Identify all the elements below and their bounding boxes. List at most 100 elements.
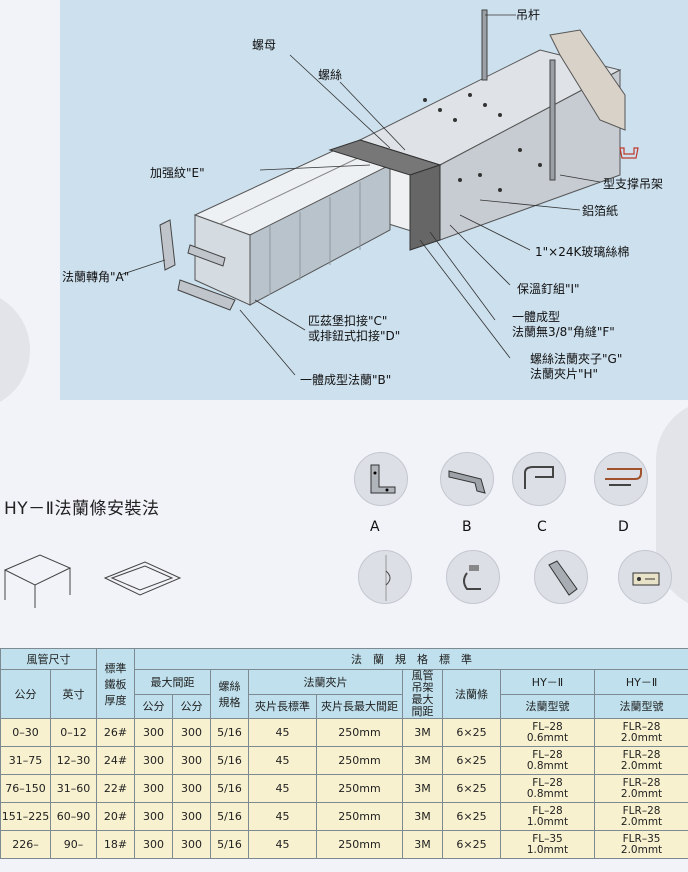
label-screw-clamp: 螺絲法蘭夾子"G" [530,352,623,366]
cell-hanger: 3M [402,830,443,859]
model-2-code: FLR–28 [622,720,661,733]
header-hy2-model: 法蘭型號 [593,693,688,719]
cell-inch: 60–90 [50,802,97,831]
label-flange-clip: 法蘭夾片"H" [530,367,599,381]
section-title: HY－Ⅱ法蘭條安裝法 [4,499,160,519]
cell-bolt: 5/16 [210,718,249,747]
model-1-thickness: 1.0mmt [526,843,569,856]
cell-hanger: 3M [402,802,443,831]
label-integral-flange-1: 一體成型 [512,310,561,324]
cell-spacing-1: 300 [134,802,173,831]
component-label-b: B [462,519,472,535]
label-reinforce: 加强紋"E" [150,166,205,180]
label-insulation-pins: 保溫釘組"I" [517,282,580,296]
model-2-code: FLR–28 [622,776,661,789]
corner-piece-icon [354,452,408,506]
cell-clip-max: 250mm [316,774,403,803]
cell-bolt: 5/16 [210,802,249,831]
model-2-code: FLR–35 [622,832,661,845]
header-flange-clip: 法蘭夾片 [248,669,403,695]
model-1-code: FL–28 [532,804,563,817]
cell-thickness: 20# [96,802,135,831]
model-1-thickness: 1.0mmt [526,815,569,828]
header-thickness: 標準鐵板厚度 [96,648,135,719]
cell-thickness: 26# [96,718,135,747]
cell-bolt: 5/16 [210,830,249,859]
label-integral-flange-b: 一體成型法蘭"B" [300,373,392,387]
header-duct-size: 風管尺寸 [0,648,97,670]
header-bolt-spec: 螺絲規格 [210,669,249,719]
gear-decoration-left [0,290,30,410]
screw-clamp-icon [618,550,672,604]
cell-thickness: 24# [96,746,135,775]
label-foil: 鋁箔紙 [582,204,619,218]
header-hy1-model: 法蘭型號 [500,693,595,719]
model-1-thickness: 0.8mmt [526,759,569,772]
label-integral-flange-2: 法蘭無3/8"角縫"F" [512,325,615,339]
header-clip-std: 夾片長標準 [248,693,317,719]
cell-flange-bar: 6×25 [442,718,501,747]
flange-bar-icon [440,452,494,506]
cell-spacing-2: 300 [172,774,211,803]
model-1-code: FL–28 [532,748,563,761]
table-row: 151–225 60–90 20# 300 300 5/16 45 250mm … [0,802,688,831]
cell-clip: 45 [248,718,317,747]
cell-spacing-2: 300 [172,802,211,831]
model-2-thickness: 2.0mmt [620,815,663,828]
cell-flange-bar: 6×25 [442,802,501,831]
cell-spacing-1: 300 [134,830,173,859]
flange-joint-icon [358,550,412,604]
model-1-code: FL–28 [532,720,563,733]
header-clip-max: 夾片長最大間距 [316,693,403,719]
cell-bolt: 5/16 [210,774,249,803]
model-2-thickness: 2.0mmt [620,759,663,772]
cell-hanger: 3M [402,746,443,775]
label-pittsburgh-1: 匹茲堡扣接"C" [308,314,388,328]
header-spacing-cm-1: 公分 [134,693,173,719]
label-flange-corner: 法蘭轉角"A" [62,270,130,284]
cell-clip: 45 [248,830,317,859]
header-flange-bar: 法蘭條 [442,669,501,719]
header-hanger-spacing: 風管吊架最大間距 [402,669,443,719]
cell-clip-max: 250mm [316,830,403,859]
header-flange-spec: 法 蘭 規 格 標 準 [133,648,688,670]
cell-cm: 226– [0,830,51,859]
cell-inch: 31–60 [50,774,97,803]
cell-bolt: 5/16 [210,746,249,775]
table-row: 0–30 0–12 26# 300 300 5/16 45 250mm 3M 6… [0,718,688,747]
label-hanger-rod: 吊杆 [516,8,541,22]
cell-flange-bar: 6×25 [442,774,501,803]
cell-thickness: 22# [96,774,135,803]
cell-spacing-1: 300 [134,718,173,747]
cell-thickness: 18# [96,830,135,859]
cell-spacing-1: 300 [134,746,173,775]
table-row: 76–150 31–60 22# 300 300 5/16 45 250mm 3… [0,774,688,803]
cell-flange-bar: 6×25 [442,830,501,859]
header-hy2: HY－Ⅱ [593,669,688,695]
installation-sketch [3,554,182,608]
model-2-thickness: 2.0mmt [620,843,663,856]
clip-icon [534,550,588,604]
component-label-d: D [618,519,629,535]
cell-clip: 45 [248,746,317,775]
cell-cm: 76–150 [0,774,51,803]
header-metric: 公分 [0,669,51,719]
cell-clip-max: 250mm [316,718,403,747]
cell-spacing-2: 300 [172,746,211,775]
cell-hanger: 3M [402,774,443,803]
table-row: 226– 90– 18# 300 300 5/16 45 250mm 3M 6×… [0,830,688,859]
model-2-code: FLR–28 [622,804,661,817]
header-spacing-cm-2: 公分 [172,693,211,719]
label-support-hanger: 型支撑吊架 [603,177,664,191]
cell-inch: 90– [50,830,97,859]
model-1-code: FL–28 [532,776,563,789]
duct-assembly-diagram: 吊杆 螺母 螺絲 加强紋"E" 型支撑吊架 鋁箔紙 1"×24K玻璃絲棉 保溫釘… [60,0,688,400]
cell-hanger: 3M [402,718,443,747]
